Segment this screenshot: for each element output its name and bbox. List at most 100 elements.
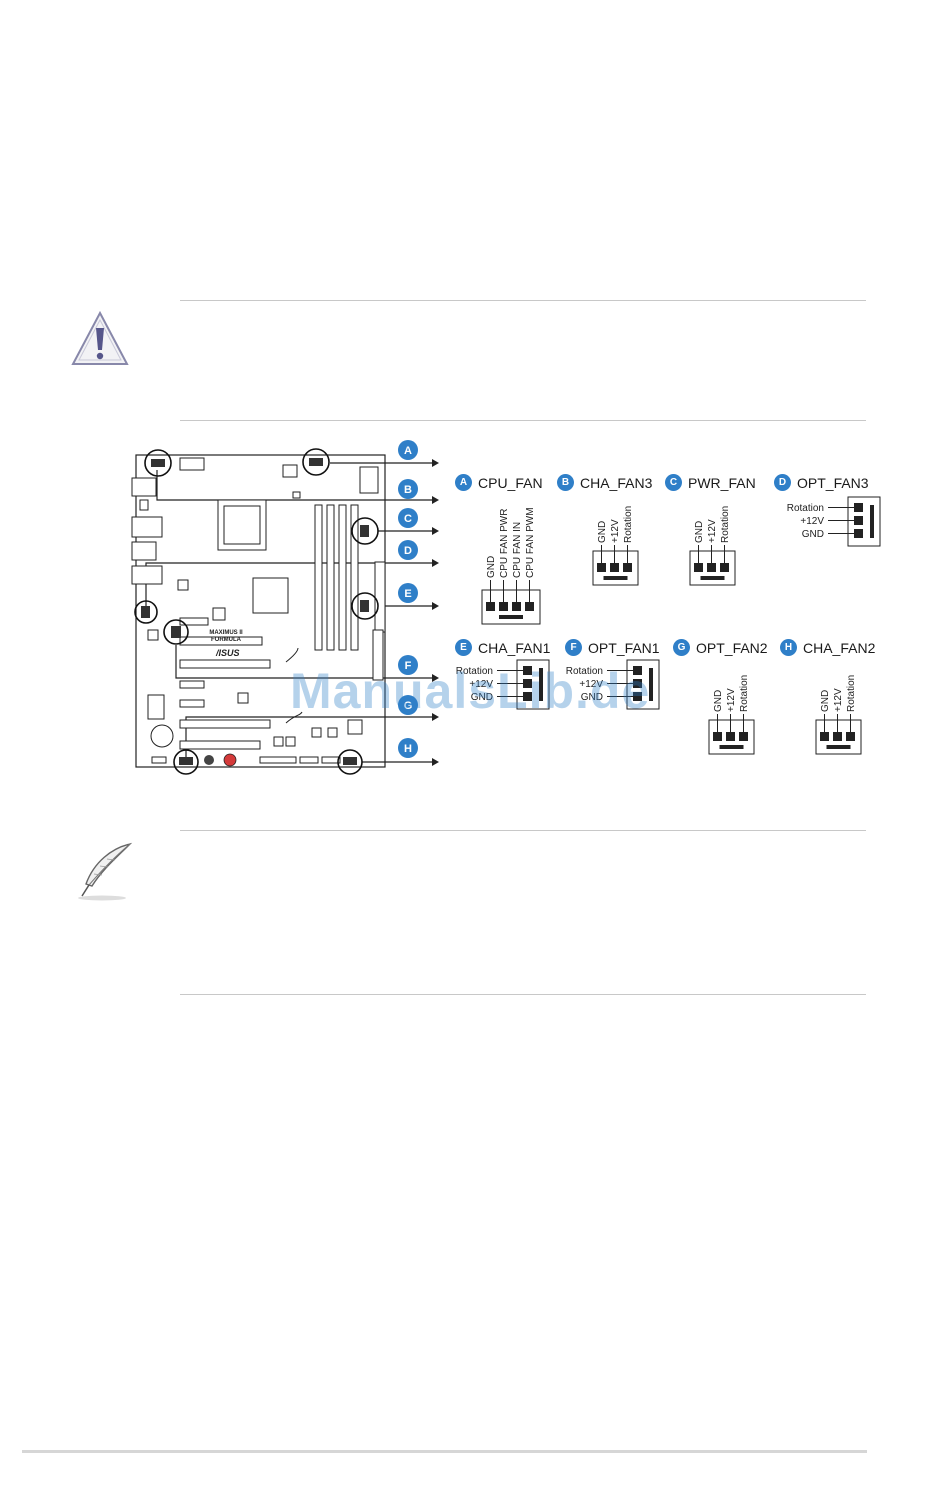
pcie-slot-6 (179, 719, 271, 729)
header-cha-fan2: H CHA_FAN2 (780, 639, 875, 656)
front-header-3 (299, 756, 319, 764)
svg-text:D: D (404, 545, 412, 557)
label-cpu-fan: CPU_FAN (478, 474, 543, 491)
badge-e: E (455, 639, 472, 656)
chip-10 (347, 719, 363, 735)
board-fan-header-d (134, 600, 158, 624)
header-cha-fan3: B CHA_FAN3 (557, 474, 652, 491)
pin-label: GND (820, 690, 831, 712)
pin (523, 666, 532, 675)
board-fan-header-b (144, 449, 172, 477)
header-opt-fan1: F OPT_FAN1 (565, 639, 660, 656)
leader-line-b (156, 470, 432, 501)
chip-5 (212, 607, 226, 621)
label-cha-fan2: CHA_FAN2 (803, 639, 876, 656)
label-opt-fan1: OPT_FAN1 (588, 639, 660, 656)
front-header-1 (151, 756, 167, 764)
callout-a: A (398, 440, 418, 460)
pin (833, 732, 842, 741)
chip-6 (147, 629, 159, 641)
note-bottom-rule (180, 994, 866, 995)
caution-bottom-rule (180, 420, 866, 421)
pin-label: GND (694, 521, 705, 543)
chip-12 (285, 736, 296, 747)
header-opt-fan3: D OPT_FAN3 (774, 474, 869, 491)
badge-d: D (774, 474, 791, 491)
pin-label: +12V (800, 516, 824, 527)
pin (846, 732, 855, 741)
pin-label: +12V (707, 519, 718, 543)
io-port-2 (131, 516, 163, 538)
dimm-slot-4 (350, 504, 359, 651)
pin (633, 679, 642, 688)
pcie-slot-5 (179, 699, 205, 708)
svg-text:A: A (404, 445, 412, 457)
pin (523, 679, 532, 688)
io-port-1 (131, 477, 157, 497)
io-port-5 (139, 499, 149, 511)
pcie-slot-2 (179, 636, 263, 646)
badge-g: G (673, 639, 690, 656)
pin-label: +12V (726, 688, 737, 712)
pin-label: GND (597, 521, 608, 543)
atx12v-connector (179, 457, 205, 471)
board-fan-header-e (351, 592, 379, 620)
board-fan-header-h (337, 749, 363, 775)
pin-label: CPU FAN PWM (525, 507, 536, 578)
badge-f: F (565, 639, 582, 656)
pin (854, 516, 863, 525)
watermark: ManualsLib.de (290, 663, 651, 719)
pin-label: Rotation (720, 506, 731, 543)
callout-h: H (398, 738, 418, 758)
pin (486, 602, 495, 611)
badge-a: A (455, 474, 472, 491)
pin (523, 692, 532, 701)
pin-label: Rotation (623, 506, 634, 543)
pin-label: +12V (469, 679, 493, 690)
pin-label: GND (713, 690, 724, 712)
pin-label: GND (471, 692, 493, 703)
pin-label: Rotation (846, 675, 857, 712)
board-model-line2: FORMULA (211, 637, 242, 643)
pin (739, 732, 748, 741)
pin-label: GND (581, 692, 603, 703)
callout-e: E (398, 583, 418, 603)
pin-label: Rotation (739, 675, 750, 712)
chip-1 (282, 464, 298, 478)
pin (694, 563, 703, 572)
label-opt-fan3: OPT_FAN3 (797, 474, 869, 491)
pin (707, 563, 716, 572)
cmos-battery (150, 724, 174, 748)
pin-label: Rotation (566, 666, 603, 677)
board-fan-header-g (173, 749, 199, 775)
header-cpu-fan: A CPU_FAN (455, 474, 543, 491)
header-cha-fan1: E CHA_FAN1 (455, 639, 550, 656)
northbridge-chip (252, 577, 289, 614)
note-feather-icon (72, 840, 138, 906)
callout-f: F (398, 655, 418, 675)
chip-7 (237, 692, 249, 704)
chip-8 (311, 727, 322, 738)
pin (854, 503, 863, 512)
caution-top-rule (180, 300, 866, 301)
pin (512, 602, 521, 611)
label-cha-fan1: CHA_FAN1 (478, 639, 551, 656)
power-button (223, 753, 237, 767)
atx-power-connector (374, 561, 386, 633)
svg-text:H: H (404, 743, 412, 755)
pin (854, 529, 863, 538)
cpu-socket (217, 499, 267, 551)
pin (820, 732, 829, 741)
header-pwr-fan: C PWR_FAN (665, 474, 756, 491)
pin (713, 732, 722, 741)
callout-d: D (398, 540, 418, 560)
front-header-4 (321, 756, 341, 764)
leader-line-f (175, 645, 432, 679)
southbridge-chip (147, 694, 165, 720)
svg-text:C: C (404, 513, 412, 525)
chip-4 (177, 579, 189, 591)
